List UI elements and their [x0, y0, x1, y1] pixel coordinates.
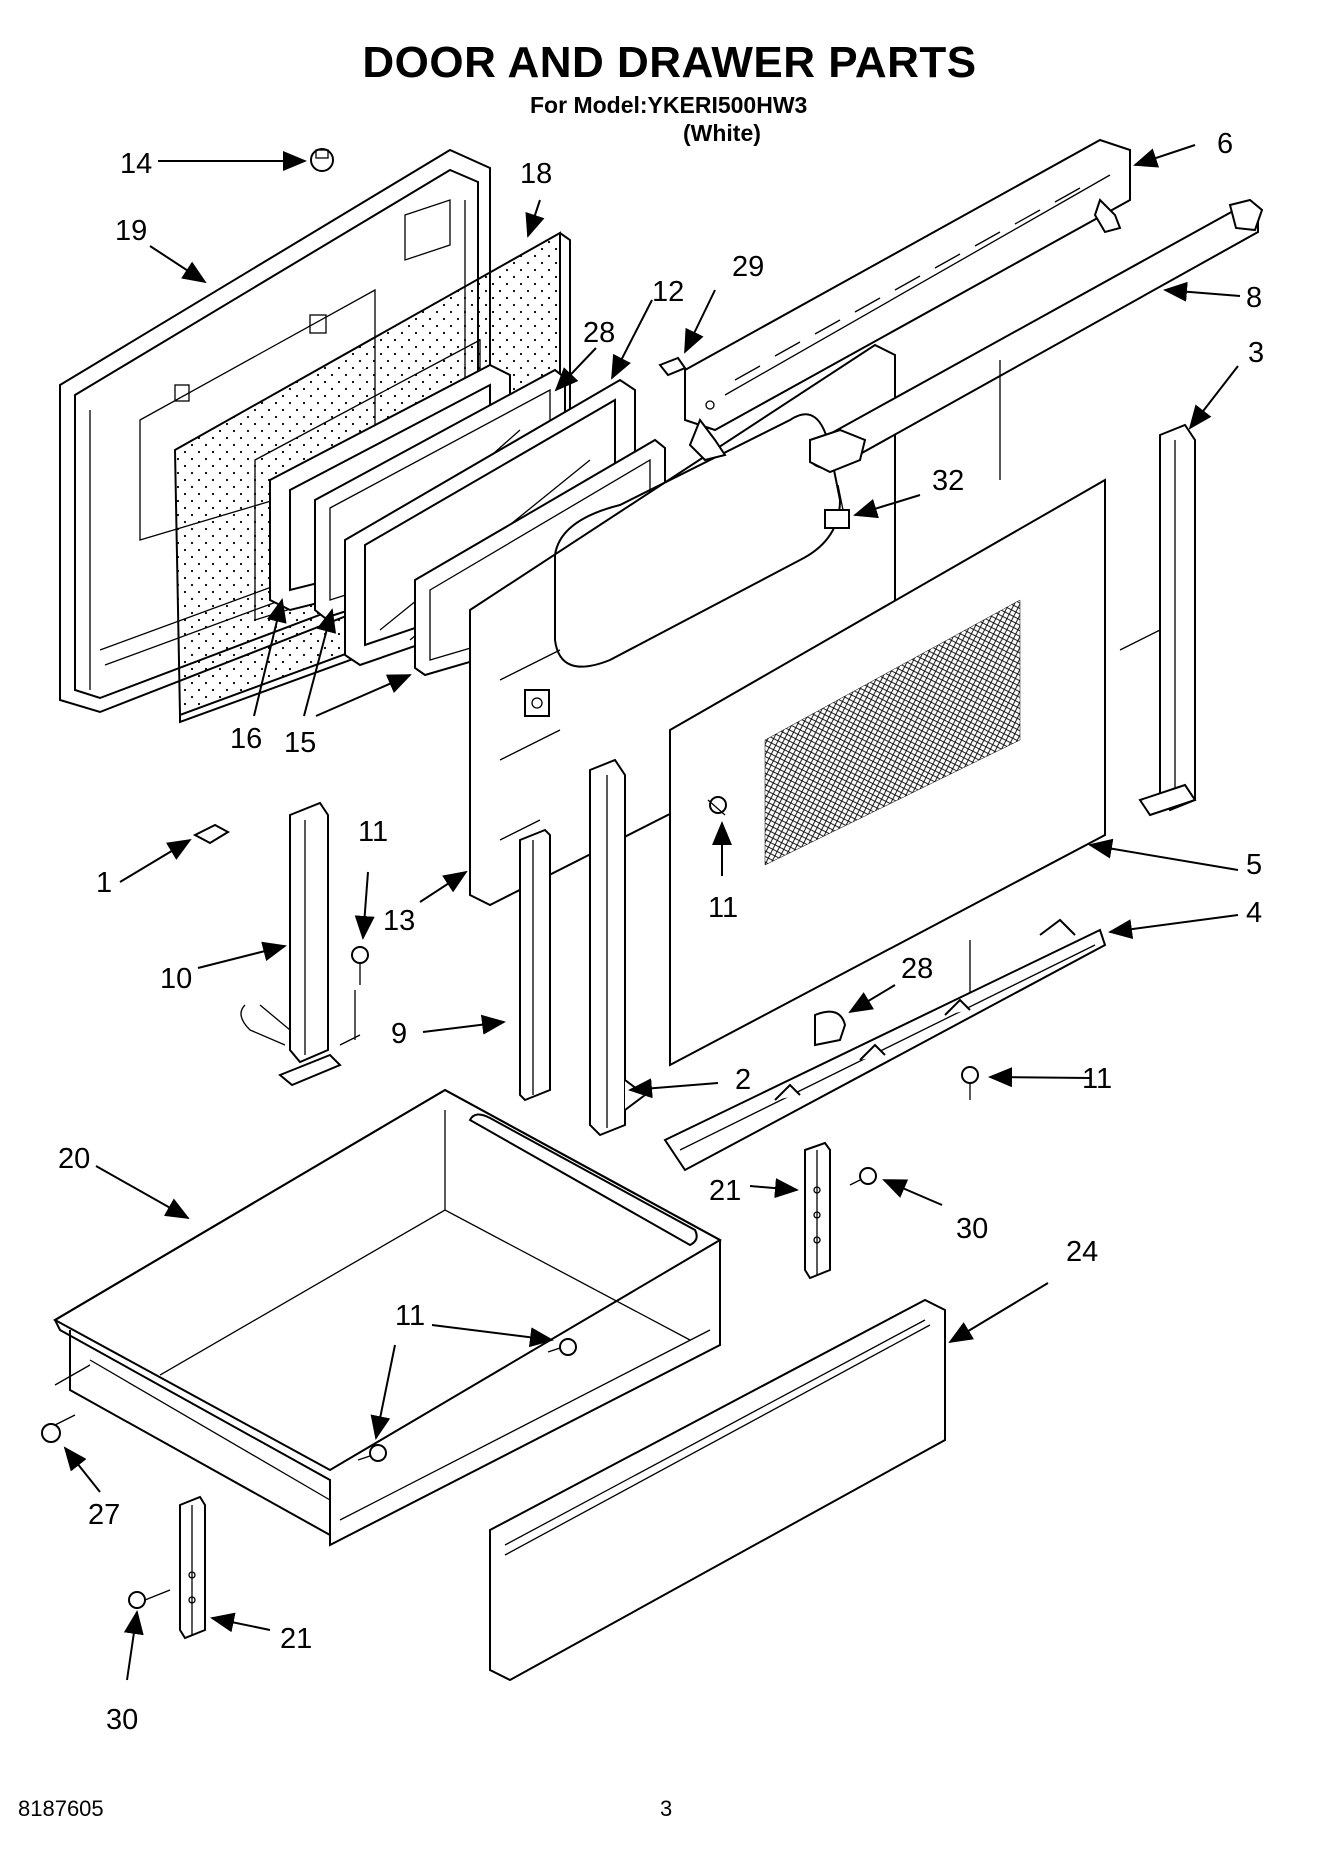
bottom-door-trim [663, 918, 1107, 1172]
callout-1: 1 [96, 867, 112, 899]
callout-28: 28 [583, 317, 615, 349]
drawer-slide-left [179, 1495, 206, 1640]
document-number: 8187605 [18, 1796, 104, 1821]
model-line: For Model:YKERI500HW3 [530, 92, 808, 118]
callout-20: 20 [58, 1143, 90, 1175]
callout-19: 19 [115, 215, 147, 247]
screws-and-clips [41, 148, 979, 1609]
callout-11-center: 11 [708, 892, 738, 924]
drawer-front-panel [489, 1298, 946, 1682]
callout-10: 10 [160, 963, 192, 995]
outer-door-glass [669, 360, 1106, 1067]
callout-5: 5 [1246, 849, 1262, 881]
page-number: 3 [660, 1796, 673, 1821]
callout-21-lower: 21 [280, 1623, 312, 1655]
callout-28-lower: 28 [901, 953, 933, 985]
right-door-trim [1119, 423, 1197, 817]
door-side-trim-9 [519, 828, 551, 1102]
callout-2: 2 [735, 1064, 751, 1096]
callout-11-drawer: 11 [395, 1300, 425, 1332]
leader-lines [63, 144, 1241, 1681]
callout-16: 16 [230, 723, 262, 755]
callout-24: 24 [1066, 1236, 1098, 1268]
callout-30-lower: 30 [106, 1704, 138, 1736]
callout-11-right: 11 [1082, 1063, 1112, 1095]
callout-12: 12 [652, 276, 684, 308]
callout-9: 9 [391, 1018, 407, 1050]
storage-drawer [52, 1088, 723, 1547]
callout-18: 18 [520, 158, 552, 190]
callout-27: 27 [88, 1499, 120, 1531]
callout-29: 29 [732, 251, 764, 283]
door-top-vent-trim [684, 138, 1131, 462]
callout-15: 15 [284, 727, 316, 759]
callout-13: 13 [383, 905, 415, 937]
color-line: (White) [683, 120, 761, 146]
page-title: DOOR AND DRAWER PARTS [362, 38, 977, 87]
drawer-slide-right [804, 1141, 831, 1280]
door-handle [809, 198, 1264, 474]
callout-32: 32 [932, 465, 964, 497]
callout-8: 8 [1246, 282, 1262, 314]
callout-labels: 14 19 18 28 12 29 6 8 3 32 16 15 1 10 11… [58, 128, 1264, 1736]
callout-21-upper: 21 [709, 1175, 741, 1207]
left-door-trim [240, 801, 361, 1087]
callout-3: 3 [1248, 337, 1264, 369]
callout-30-upper: 30 [956, 1213, 988, 1245]
callout-4: 4 [1246, 897, 1262, 929]
callout-14: 14 [120, 148, 152, 180]
callout-11-upper-left: 11 [358, 816, 388, 848]
callout-6: 6 [1217, 128, 1233, 160]
